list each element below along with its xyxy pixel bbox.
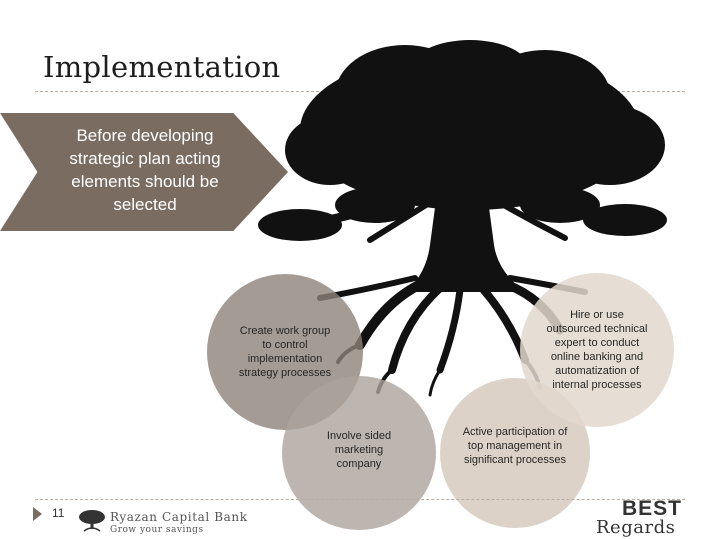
step-circle-technical-expert: Hire or use outsourced technical expert … (520, 273, 674, 427)
callout-chevron (0, 113, 288, 231)
triangle-right-icon (33, 507, 42, 521)
step-text: Hire or use outsourced technical expert … (546, 309, 648, 391)
step-text: Involve sided marketing company (326, 430, 392, 470)
bank-tagline: Grow your savings (110, 525, 204, 535)
step-text: Active participation of top management i… (462, 426, 568, 466)
step-text: Create work group to control implementat… (238, 325, 332, 379)
bank-name: Ryazan Capital Bank (110, 510, 248, 524)
step-circle-marketing: Involve sided marketing company (282, 376, 436, 530)
footer-divider (35, 499, 685, 500)
closing-best: BEST (622, 497, 683, 520)
page-title: Implementation (43, 50, 281, 84)
page-number: 11 (52, 506, 65, 520)
closing-regards: Regards (596, 517, 676, 538)
callout-text: Before developing strategic plan acting … (69, 126, 221, 214)
tree-logo-icon (79, 510, 105, 532)
